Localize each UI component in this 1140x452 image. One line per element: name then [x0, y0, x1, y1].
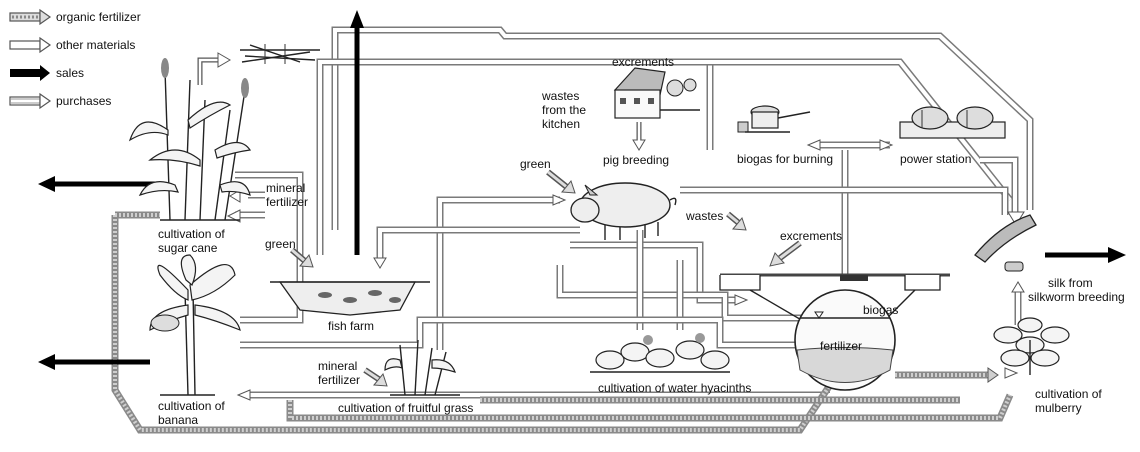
label-pig-breeding: pig breeding: [603, 153, 669, 167]
label-power-station: power station: [900, 152, 971, 166]
label-wastes: wastes: [685, 209, 723, 223]
mulberry-illustration: [994, 318, 1069, 375]
legend-other-materials-label: other materials: [56, 38, 135, 52]
sales-arrow-sugar-cane: [38, 176, 160, 192]
label-green-pig: green: [520, 157, 551, 171]
label-banana-2: banana: [158, 413, 198, 427]
label-mineral-fertilizer-top-1: mineral: [266, 181, 305, 195]
purchase-arrow-mineral-grass: [365, 370, 387, 386]
legend-organic-fertilizer-arrow: [10, 10, 50, 24]
label-mulberry-2: mulberry: [1035, 401, 1082, 415]
purchase-arrow-green-pig: [548, 172, 575, 193]
label-kitchen-wastes-1: wastes: [541, 89, 579, 103]
banana-illustration: [150, 255, 240, 395]
label-green-fish: green: [265, 237, 296, 251]
legend-purchases-arrow: [10, 94, 50, 108]
legend-purchases-label: purchases: [56, 94, 111, 108]
label-sugar-cane-1: cultivation of: [158, 227, 225, 241]
label-kitchen-wastes-2: from the: [542, 103, 586, 117]
power-station-illustration: [900, 107, 1005, 138]
label-excrements-mid: excrements: [780, 229, 842, 243]
label-kitchen-wastes-3: kitchen: [542, 117, 580, 131]
label-mineral-fertilizer-bottom-1: mineral: [318, 359, 357, 373]
label-biogas-burning: biogas for burning: [737, 152, 833, 166]
fish-farm-illustration: [270, 282, 430, 315]
label-sugar-cane-2: sugar cane: [158, 241, 218, 255]
biogas-burner-illustration: [738, 106, 810, 132]
sales-arrow-silk: [1045, 247, 1126, 263]
label-excrements-top: excrements: [612, 55, 674, 69]
label-biogas: biogas: [863, 303, 898, 317]
label-silk-1: silk from: [1048, 276, 1093, 290]
legend-organic-fertilizer-label: organic fertilizer: [56, 10, 141, 24]
purchase-arrow-wastes: [728, 214, 746, 230]
cut-cane-illustration: [240, 44, 320, 64]
label-fruitful-grass: cultivation of fruitful grass: [338, 401, 473, 415]
purchase-arrow-excrements: [770, 243, 800, 266]
label-mineral-fertilizer-top-2: fertilizer: [266, 195, 308, 209]
label-banana-1: cultivation of: [158, 399, 225, 413]
farmhouse-illustration: [615, 68, 700, 118]
label-mulberry-1: cultivation of: [1035, 387, 1102, 401]
legend-other-materials-arrow: [10, 38, 50, 52]
label-fish-farm: fish farm: [328, 319, 374, 333]
water-hyacinth-illustration: [590, 333, 730, 372]
pig-illustration: [571, 183, 676, 240]
legend: organic fertilizer other materials sales…: [10, 10, 141, 108]
silk-cocoon-illustration: [975, 215, 1036, 271]
label-mineral-fertilizer-bottom-2: fertilizer: [318, 373, 360, 387]
legend-sales-arrow: [10, 65, 50, 81]
label-water-hyacinths: cultivation of water hyacinths: [598, 381, 751, 395]
sales-arrow-top: [350, 10, 364, 255]
label-silk-2: silkworm breeding: [1028, 290, 1125, 304]
sales-arrow-banana: [38, 354, 150, 370]
legend-sales-label: sales: [56, 66, 84, 80]
label-fertilizer: fertilizer: [820, 339, 862, 353]
